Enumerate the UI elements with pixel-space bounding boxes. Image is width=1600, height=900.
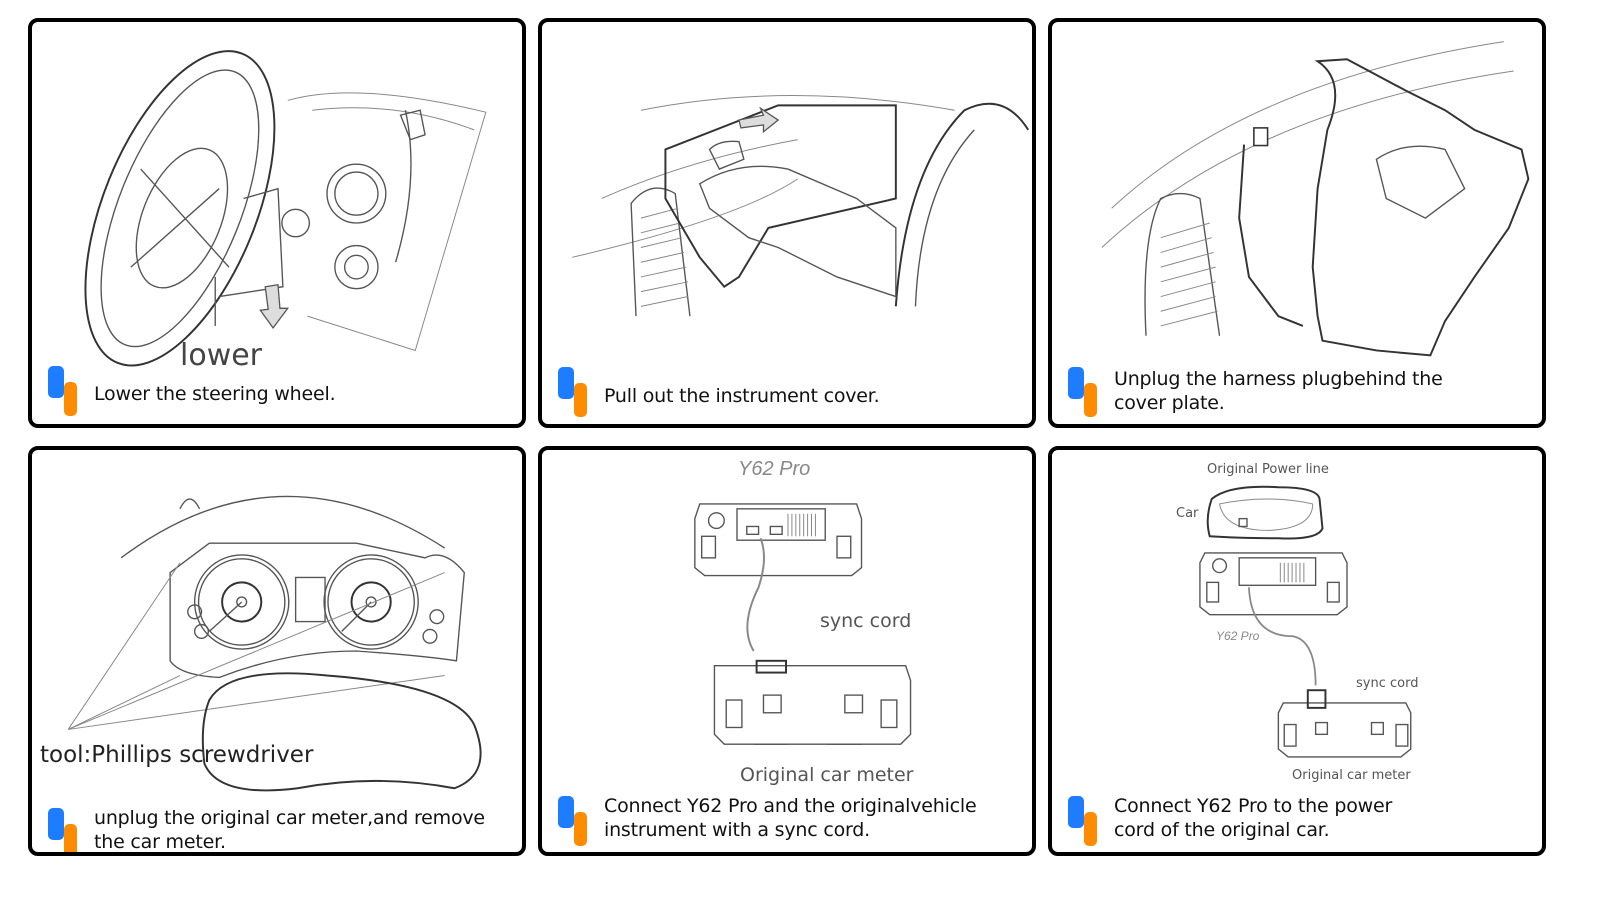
original-meter-back-illustration	[713, 659, 912, 745]
down-arrow-icon	[259, 284, 290, 329]
car-label: Car	[1176, 506, 1199, 521]
sync-cord-label: sync cord	[820, 610, 912, 632]
step-marker-icon	[48, 366, 78, 416]
step-panel-5: Y62 Pro sync cord Original car meter Con…	[538, 446, 1036, 856]
step-panel-2: Pull out the instrument cover.	[538, 18, 1036, 428]
sync-cord-label: sync cord	[1356, 676, 1419, 691]
harness-plug-icon	[1253, 127, 1269, 147]
y62-pro-back-illustration	[1199, 552, 1348, 616]
step-marker-icon	[1068, 796, 1098, 846]
step-panel-3: Unplug the harness plugbehind the cover …	[1048, 18, 1546, 428]
instrument-cluster-illustration	[67, 495, 482, 792]
step-caption: Lower the steering wheel.	[94, 383, 336, 405]
y62-pro-back-illustration	[694, 503, 863, 577]
device-label-y62-pro: Y62 Pro	[738, 458, 811, 480]
dashboard-cover-plate-illustration	[1101, 41, 1530, 357]
sync-cord-icon	[1248, 587, 1317, 686]
power-line-label: Original Power line	[1207, 462, 1329, 477]
step-caption: unplug the original car meter,and remove…	[94, 807, 485, 853]
hand-pulling-cover-illustration	[572, 95, 1030, 317]
original-meter-label: Original car meter	[1292, 768, 1411, 783]
step-panel-4: tool:Phillips screwdriver unplug the ori…	[28, 446, 526, 856]
step-caption: Pull out the instrument cover.	[604, 385, 880, 407]
step-marker-icon	[1068, 367, 1098, 417]
step-marker-icon	[48, 808, 78, 852]
step-panel-1: lower Lower the steering wheel.	[28, 18, 526, 428]
step-caption: Connect Y62 Pro to the power cord of the…	[1114, 795, 1393, 841]
action-label: lower	[180, 338, 263, 373]
original-meter-back-illustration	[1277, 689, 1412, 758]
steering-wheel-illustration	[84, 50, 487, 367]
original-meter-label: Original car meter	[740, 764, 914, 786]
step-marker-icon	[558, 796, 588, 846]
tool-label: tool:Phillips screwdriver	[40, 742, 314, 768]
sync-cord-icon	[746, 537, 765, 652]
step-panel-6: Original Power line Car Y62 Pro sync cor…	[1048, 446, 1546, 856]
right-arrow-icon	[738, 106, 780, 134]
step-caption: Connect Y62 Pro and the originalvehicle …	[604, 795, 977, 841]
step-caption: Unplug the harness plugbehind the cover …	[1114, 368, 1443, 414]
step-marker-icon	[558, 367, 588, 417]
car-dash-illustration	[1206, 485, 1324, 540]
device-label-y62-pro: Y62 Pro	[1216, 629, 1260, 643]
